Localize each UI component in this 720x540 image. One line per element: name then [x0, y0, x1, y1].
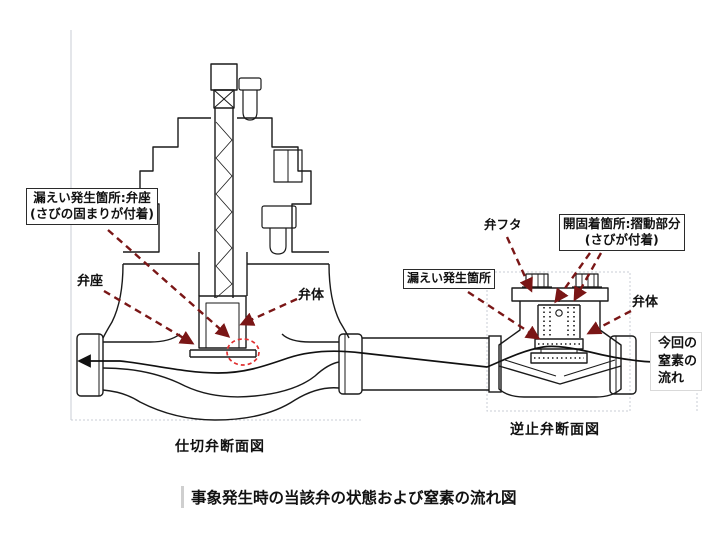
check-valve-leak-callout: 漏えい発生箇所 [403, 269, 496, 289]
gate-valve-drawing [76, 63, 363, 421]
gate-valve-leak-callout-line2: (さびの固まりが付着) [30, 206, 154, 222]
gate-valve-leak-callout: 漏えい発生箇所:弁座 (さびの固まりが付着) [26, 188, 158, 225]
annotation-arrows [103, 229, 632, 345]
pipe-drawing [362, 335, 502, 393]
check-valve-bonnet-label: 弁フタ [484, 217, 522, 232]
check-valve-disc-label: 弁体 [632, 295, 659, 310]
nitrogen-flow-label: 今回の 窒素の 流れ [650, 332, 703, 391]
nitrogen-flow-label-line1: 今回の [658, 336, 698, 351]
arrow-bonnet-label-to-cover [505, 236, 533, 293]
gate-valve-leak-callout-line1: 漏えい発生箇所:弁座 [33, 190, 151, 205]
arrow-stuck-callout-to-slide-right [573, 252, 603, 302]
nitrogen-flow-line [77, 345, 655, 374]
arrow-disc-label-to-disc [239, 297, 298, 326]
check-valve-drawing [498, 273, 637, 398]
arrow-disc-label-to-check-disc [586, 309, 632, 335]
nitrogen-flow-label-line2: 窒素の [658, 353, 698, 369]
gate-valve-disc-label: 弁体 [298, 288, 325, 303]
leak-highlight-circle [226, 338, 260, 366]
arrow-leak-callout-to-seat [107, 229, 231, 338]
nitrogen-flow-label-line3: 流れ [658, 371, 685, 387]
arrow-leak-callout-to-check-seat [467, 290, 541, 340]
gate-valve-caption: 仕切弁断面図 [175, 439, 265, 455]
check-valve-stuck-callout: 開固着箇所:摺動部分 (さびが付着) [559, 214, 685, 251]
gate-valve-seat-label: 弁座 [77, 274, 104, 289]
figure-title: 事象発生時の当該弁の状態および窒素の流れ図 [181, 486, 517, 508]
check-valve-stuck-callout-line2: (さびが付着) [584, 232, 659, 248]
arrow-seat-label-to-seat [103, 289, 195, 345]
check-valve-caption: 逆止弁断面図 [510, 422, 600, 438]
check-valve-stuck-callout-line1: 開固着箇所:摺動部分 [563, 216, 681, 231]
arrow-stuck-callout-to-slide-left [554, 252, 591, 304]
check-valve-leak-callout-text: 漏えい発生箇所 [407, 271, 492, 285]
